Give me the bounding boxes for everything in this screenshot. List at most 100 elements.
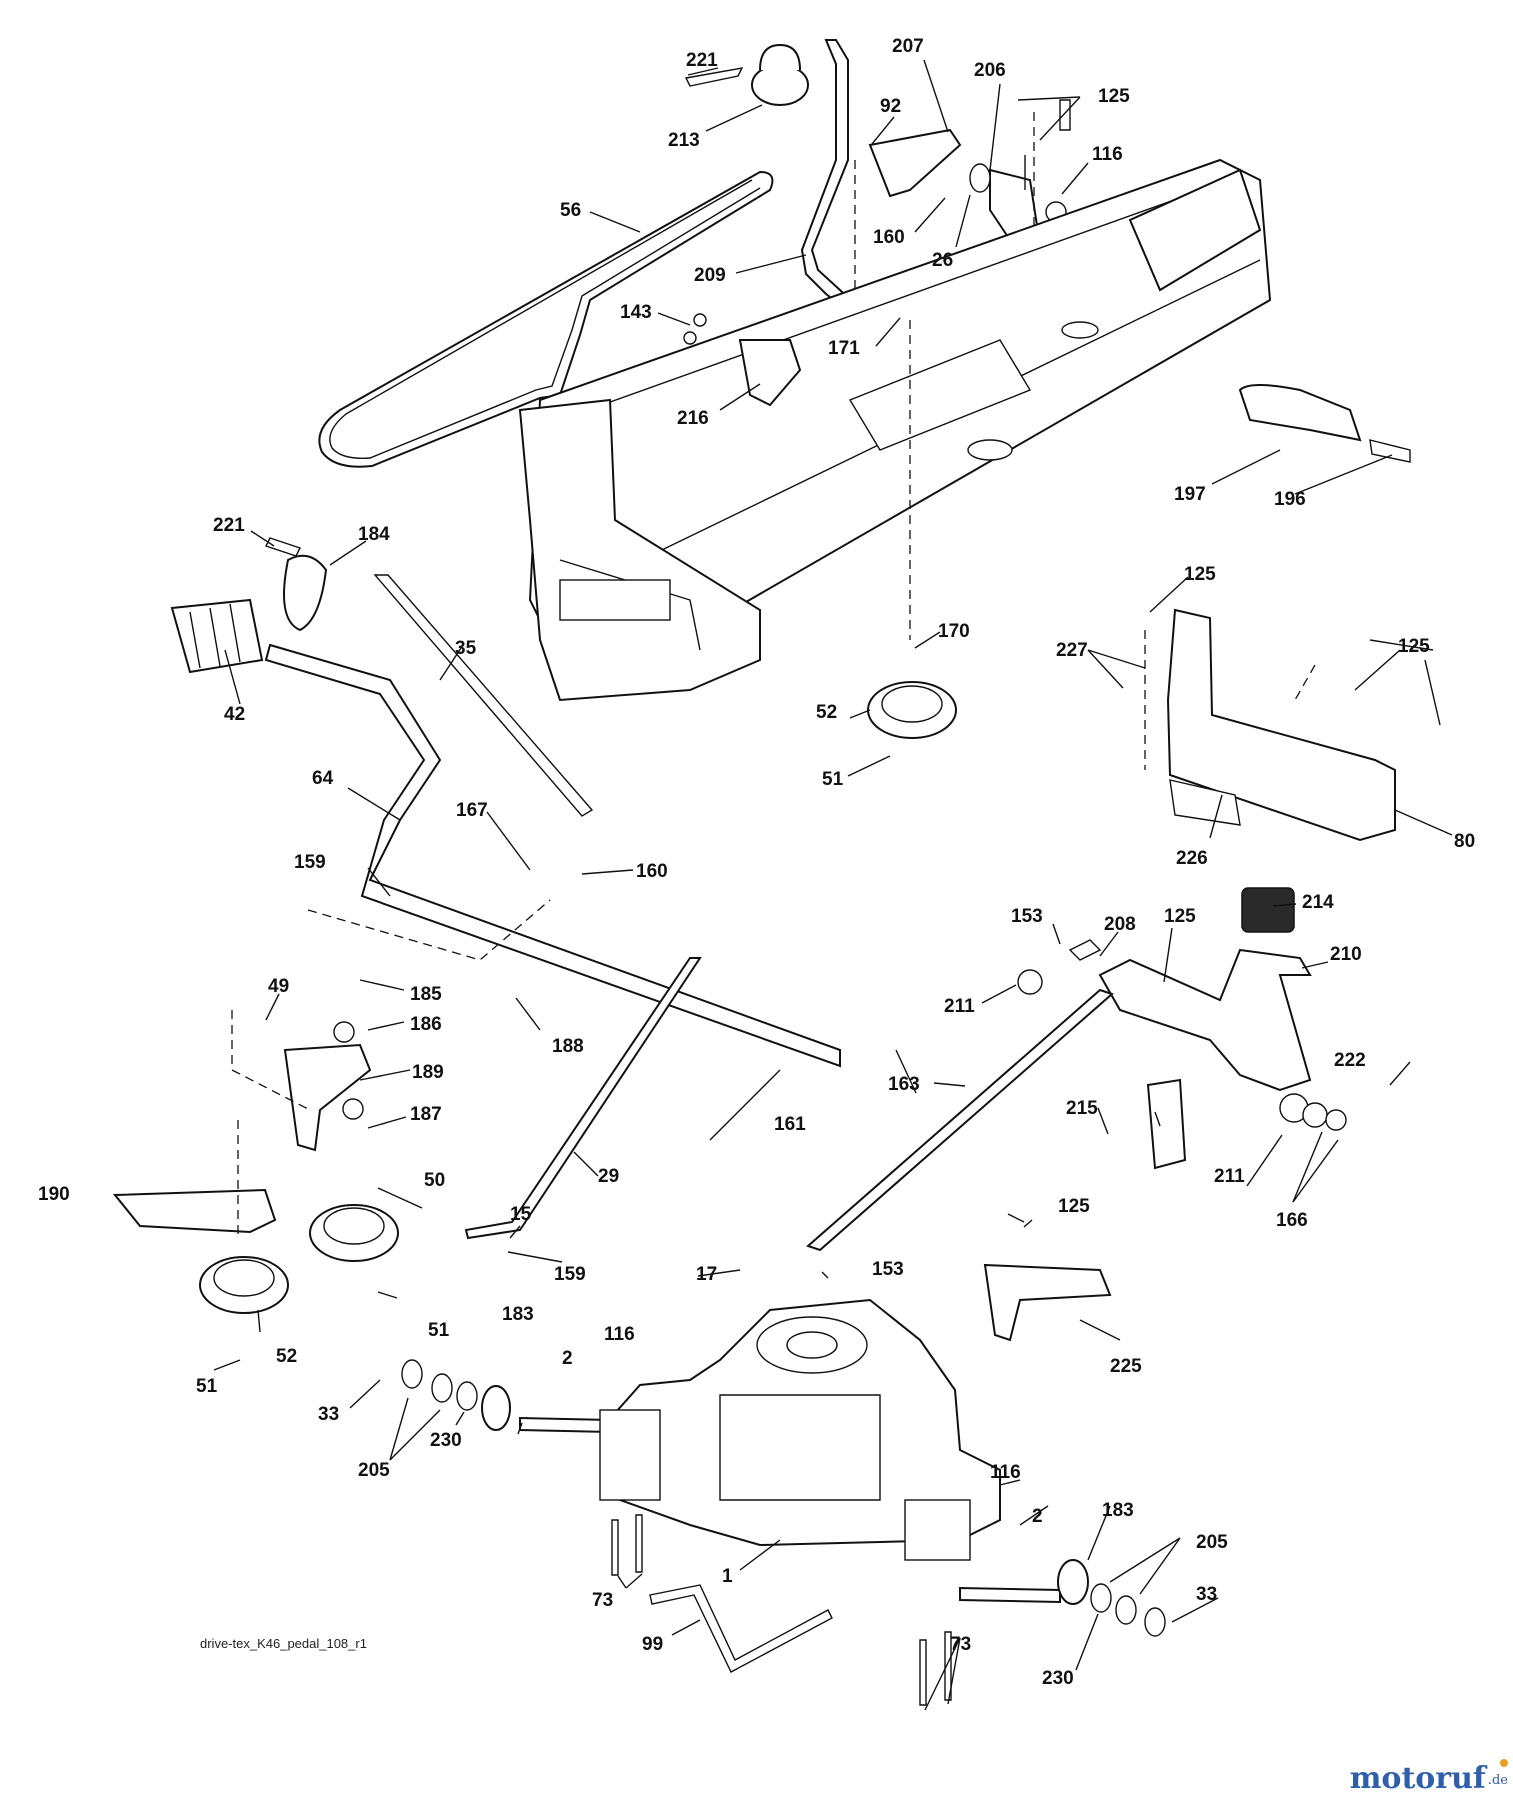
callout-73-left: 73 <box>592 1590 613 1611</box>
callout-222: 222 <box>1334 1050 1366 1071</box>
callout-73-right: 73 <box>950 1634 971 1655</box>
callout-205-left: 205 <box>358 1460 390 1481</box>
callout-51-top: 51 <box>822 769 844 790</box>
callout-159-bottom: 159 <box>554 1264 586 1285</box>
callout-211-top: 211 <box>944 996 975 1017</box>
callout-225: 225 <box>1110 1356 1142 1377</box>
callout-213: 213 <box>668 130 700 151</box>
callout-167: 167 <box>456 800 488 821</box>
callout-99: 99 <box>642 1634 663 1655</box>
callout-221-mid: 221 <box>213 515 245 536</box>
callout-125-lower: 125 <box>1058 1196 1090 1217</box>
callout-166: 166 <box>1276 1210 1308 1231</box>
callout-116-right: 116 <box>990 1462 1021 1483</box>
callout-56: 56 <box>560 200 581 221</box>
callout-171: 171 <box>828 338 860 359</box>
callout-230-left: 230 <box>430 1430 462 1451</box>
callout-187: 187 <box>410 1104 442 1125</box>
callout-125-right-c: 125 <box>1164 906 1196 927</box>
axle-hardware-drawing <box>401 1359 1166 1706</box>
callout-125-right-a: 125 <box>1184 564 1216 585</box>
callout-230-right: 230 <box>1042 1668 1074 1689</box>
chassis-frame-drawing <box>518 158 1411 702</box>
callout-15: 15 <box>510 1204 532 1225</box>
bracket-assembly-drawing <box>854 99 1071 370</box>
callout-2-right: 2 <box>1032 1506 1043 1527</box>
callout-186: 186 <box>410 1014 442 1035</box>
rod-99-drawing <box>649 1584 833 1673</box>
callout-161: 161 <box>774 1114 806 1135</box>
callout-33-right: 33 <box>1196 1584 1217 1605</box>
pulley-assembly-drawing <box>112 681 957 1314</box>
leader-lines <box>213 59 1453 1711</box>
callout-80: 80 <box>1454 831 1475 852</box>
callout-183-left: 183 <box>502 1304 534 1325</box>
callout-labels: 221 213 207 206 92 125 116 56 160 26 209… <box>38 36 1475 1689</box>
callout-216: 216 <box>677 408 709 429</box>
spring-rod-drawing <box>464 957 781 1240</box>
callout-26: 26 <box>932 250 953 271</box>
callout-35: 35 <box>455 638 477 659</box>
callout-153-right: 153 <box>1011 906 1043 927</box>
callout-159-top: 159 <box>294 852 326 873</box>
knob-drawing <box>684 43 809 106</box>
callout-52-top: 52 <box>816 702 837 723</box>
callout-209: 209 <box>694 265 726 286</box>
callout-184: 184 <box>358 524 390 545</box>
callout-226: 226 <box>1176 848 1208 869</box>
lever-assembly-drawing <box>170 537 841 1068</box>
brand-suffix: .de <box>1488 1773 1508 1788</box>
brand-watermark: motoruf .de <box>1350 1759 1508 1796</box>
callout-170: 170 <box>938 621 970 642</box>
pedal-assembly-drawing <box>806 887 1347 1252</box>
callout-210: 210 <box>1330 944 1362 965</box>
callout-143: 143 <box>620 302 652 323</box>
callout-205-right: 205 <box>1196 1532 1228 1553</box>
callout-208: 208 <box>1104 914 1136 935</box>
drawing-code: drive-tex_K46_pedal_108_r1 <box>200 1636 367 1651</box>
callout-1: 1 <box>722 1566 733 1587</box>
callout-160-top: 160 <box>873 227 905 248</box>
callout-196: 196 <box>1274 489 1306 510</box>
callout-92: 92 <box>880 96 901 117</box>
callout-206: 206 <box>974 60 1006 81</box>
callout-163: 163 <box>888 1074 920 1095</box>
callout-17: 17 <box>696 1264 717 1285</box>
callout-214: 214 <box>1302 892 1334 913</box>
callout-51-mid: 51 <box>428 1320 450 1341</box>
callout-33-left: 33 <box>318 1404 339 1425</box>
callout-51-bottom: 51 <box>196 1376 218 1397</box>
callout-49: 49 <box>268 976 289 997</box>
callout-189: 189 <box>412 1062 444 1083</box>
callout-64: 64 <box>312 768 334 789</box>
callout-153-lower: 153 <box>872 1259 904 1280</box>
callout-160-mid: 160 <box>636 861 668 882</box>
callout-125-top: 125 <box>1098 86 1130 107</box>
callout-42: 42 <box>224 704 245 725</box>
shift-lever-drawing <box>800 39 852 308</box>
callout-190: 190 <box>38 1184 70 1205</box>
callout-2-left: 2 <box>562 1348 573 1369</box>
callout-207: 207 <box>892 36 924 57</box>
callout-215: 215 <box>1066 1098 1098 1119</box>
callout-116-top: 116 <box>1092 144 1123 165</box>
callout-52-bottom: 52 <box>276 1346 297 1367</box>
callout-183-right: 183 <box>1102 1500 1134 1521</box>
callout-211-bottom: 211 <box>1214 1166 1245 1187</box>
callout-185: 185 <box>410 984 442 1005</box>
callout-125-right-b: 125 <box>1398 636 1430 657</box>
callout-116-mid: 116 <box>604 1324 635 1345</box>
transaxle-drawing <box>519 1298 1061 1604</box>
callout-227: 227 <box>1056 640 1088 661</box>
bracket-80-drawing <box>983 608 1396 1342</box>
callout-188: 188 <box>552 1036 584 1057</box>
callout-221: 221 <box>686 50 718 71</box>
callout-197: 197 <box>1174 484 1206 505</box>
bracket-216-drawing <box>683 313 802 407</box>
brand-name: motoruf <box>1350 1761 1488 1796</box>
brand-dot-icon <box>1500 1759 1508 1767</box>
callout-29: 29 <box>598 1166 619 1187</box>
drive-belt-drawing <box>318 170 774 468</box>
callout-50: 50 <box>424 1170 445 1191</box>
